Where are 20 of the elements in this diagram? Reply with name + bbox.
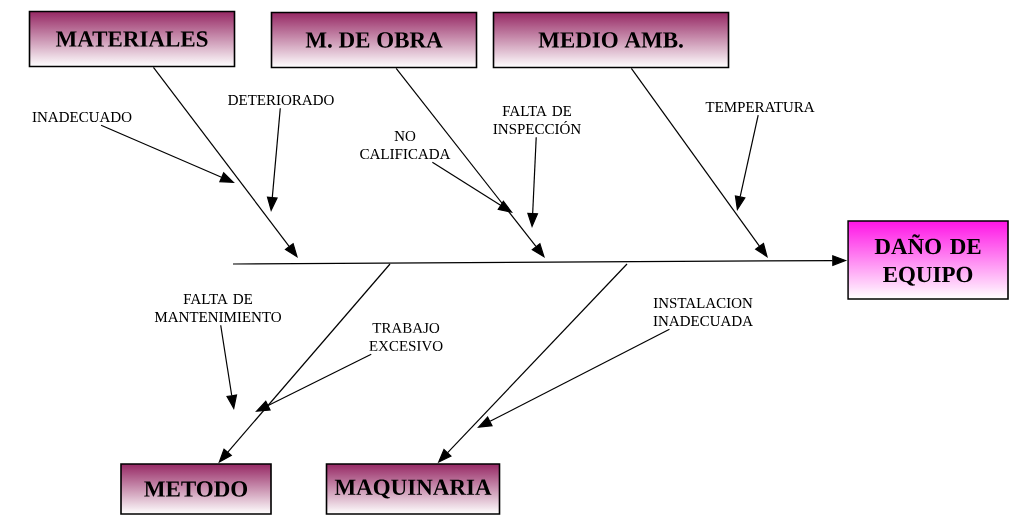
category-box: MATERIALES: [28, 10, 236, 68]
arrow: [477, 328, 671, 428]
category-box: METODO: [120, 463, 272, 515]
cause-label: INSTALACION INADECUADA: [653, 297, 753, 327]
category-box: MAQUINARIA: [325, 463, 501, 515]
cause-label: FALTA DE INSPECCIÓN: [493, 106, 581, 134]
arrow: [395, 67, 545, 258]
arrow: [152, 66, 298, 258]
cause-label: FALTA DE MANTENIMIENTO: [154, 294, 281, 323]
arrow: [431, 161, 513, 213]
cause-label: INADECUADO: [32, 111, 132, 123]
cause-label: TRABAJO EXCESIVO: [369, 322, 443, 352]
cause-label: NO CALIFICADA: [360, 130, 451, 160]
cause-label: TEMPERATURA: [705, 102, 815, 112]
category-box: MEDIO AMB.: [492, 11, 730, 69]
arrow: [630, 67, 768, 258]
arrow: [255, 353, 372, 412]
cause-label: DETERIORADO: [228, 94, 334, 106]
effect-box: DAÑO DE EQUIPO: [847, 220, 1009, 300]
category-box: M. DE OBRA: [270, 11, 478, 69]
